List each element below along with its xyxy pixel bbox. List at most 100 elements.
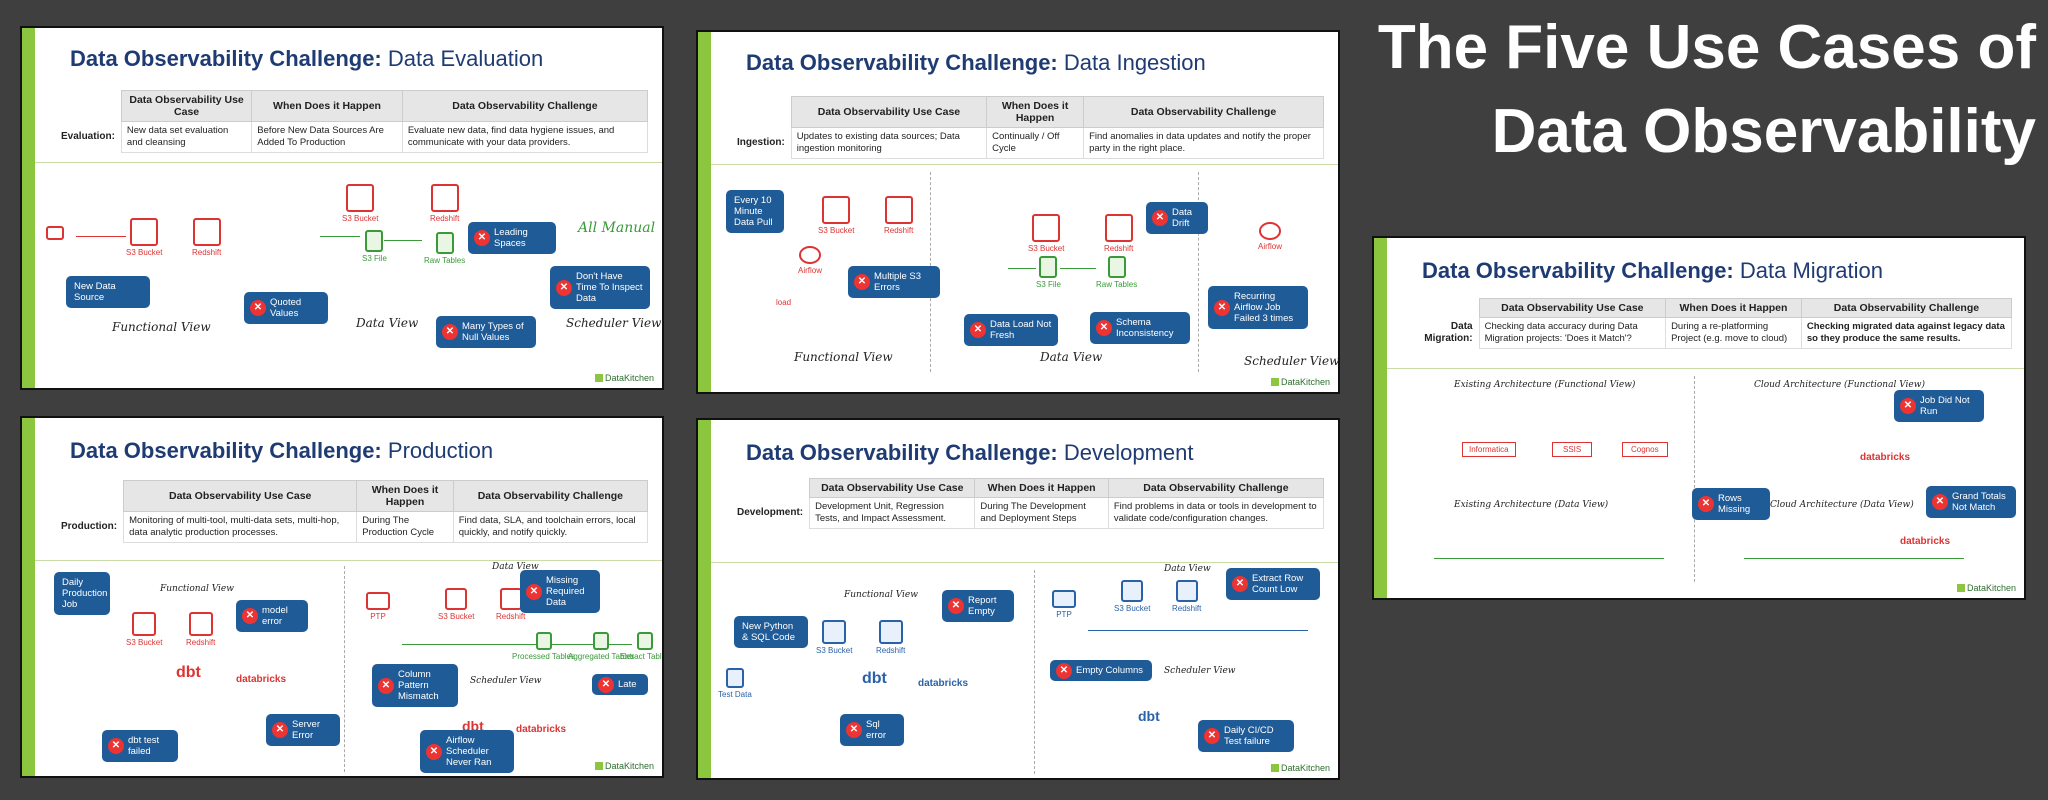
load-node: load bbox=[776, 298, 792, 307]
redshift-node: Redshift bbox=[192, 218, 221, 257]
slide-title: Data Observability Challenge: Developmen… bbox=[746, 440, 1194, 465]
functional-view-label: Functional View bbox=[844, 590, 918, 600]
callout-cicd-failure: ✕Daily CI/CD Test failure bbox=[1198, 720, 1294, 752]
callout-new-data-source: New Data Source bbox=[66, 276, 150, 308]
callout-job-not-run: ✕Job Did Not Run bbox=[1894, 390, 1984, 422]
callout-extract-row-count: ✕Extract Row Count Low bbox=[1226, 568, 1320, 600]
datakitchen-logo: DataKitchen bbox=[1270, 763, 1330, 773]
callout-late: ✕Late bbox=[592, 674, 648, 695]
functional-view-label: Functional View bbox=[160, 584, 234, 594]
airflow-node: Airflow bbox=[1258, 222, 1282, 251]
airflow-node: Airflow bbox=[798, 246, 822, 275]
cognos-node: Cognos bbox=[1622, 442, 1668, 457]
redshift-node: Redshift bbox=[884, 196, 913, 235]
callout-dbt-test-failed: ✕dbt test failed bbox=[102, 730, 178, 762]
callout-null-values: ✕Many Types of Null Values bbox=[436, 316, 536, 348]
datakitchen-logo: DataKitchen bbox=[594, 373, 654, 383]
callout-column-pattern: ✕Column Pattern Mismatch bbox=[372, 664, 458, 707]
existing-data-label: Existing Architecture (Data View) bbox=[1454, 500, 1609, 510]
redshift-node: Redshift bbox=[1172, 580, 1201, 613]
datakitchen-logo: DataKitchen bbox=[1270, 377, 1330, 387]
callout-server-error: ✕Server Error bbox=[266, 714, 340, 746]
databricks-logo: databricks bbox=[1860, 452, 1911, 463]
callout-new-python-sql: New Python & SQL Code bbox=[734, 616, 808, 648]
data-view-label: Data View bbox=[1040, 350, 1103, 364]
aggregated-tables-node: Aggregated Tables bbox=[568, 632, 635, 661]
s3-bucket-node: S3 Bucket bbox=[818, 196, 854, 235]
data-view-label: Data View bbox=[1164, 564, 1211, 574]
s3-bucket-node: S3 Bucket bbox=[342, 184, 378, 223]
ptp-node: PTP bbox=[1052, 590, 1076, 619]
ssis-node: SSIS bbox=[1552, 442, 1593, 457]
cloud-data-label: Cloud Architecture (Data View) bbox=[1770, 500, 1914, 510]
scheduler-view-label: Scheduler View bbox=[1244, 354, 1340, 368]
s3-bucket-node: S3 Bucket bbox=[438, 588, 474, 621]
extract-tables-node: Extract Tables bbox=[620, 632, 662, 661]
slide-data-ingestion: Data Observability Challenge: Data Inges… bbox=[696, 30, 1340, 394]
test-data-node: Test Data bbox=[718, 668, 752, 699]
data-view-label: Data View bbox=[356, 316, 419, 330]
scheduler-view-label: Scheduler View bbox=[1164, 666, 1236, 676]
scheduler-view-label: Scheduler View bbox=[566, 316, 662, 330]
s3-bucket-node: S3 Bucket bbox=[816, 620, 852, 655]
raw-tables-node: Raw Tables bbox=[424, 232, 465, 265]
dbt-logo: dbt bbox=[1138, 708, 1160, 724]
s3-bucket-node: S3 Bucket bbox=[126, 612, 162, 647]
callout-leading-spaces: ✕Leading Spaces bbox=[468, 222, 556, 254]
functional-view-label: Functional View bbox=[112, 320, 211, 334]
databricks-logo: databricks bbox=[516, 724, 567, 735]
slide-development: Data Observability Challenge: Developmen… bbox=[696, 418, 1340, 780]
s3-bucket-node: S3 Bucket bbox=[1028, 214, 1064, 253]
scheduler-view-label: Scheduler View bbox=[470, 676, 542, 686]
slide-title: Data Observability Challenge: Data Evalu… bbox=[70, 46, 544, 71]
s3-bucket-node: S3 Bucket bbox=[1114, 580, 1150, 613]
databricks-logo: databricks bbox=[236, 674, 287, 685]
callout-data-drift: ✕Data Drift bbox=[1146, 202, 1208, 234]
callout-recurring: ✕Recurring Airflow Job Failed 3 times bbox=[1208, 286, 1308, 329]
callout-not-fresh: ✕Data Load Not Fresh bbox=[964, 314, 1058, 346]
redshift-node: Redshift bbox=[1104, 214, 1133, 253]
slide-title: Data Observability Challenge: Data Inges… bbox=[746, 50, 1206, 75]
callout-multiple-s3: ✕Multiple S3 Errors bbox=[848, 266, 940, 298]
informatica-node: Informatica bbox=[1462, 442, 1516, 457]
callout-missing-required-data: ✕Missing Required Data bbox=[520, 570, 600, 613]
callout-quoted-values: ✕Quoted Values bbox=[244, 292, 328, 324]
slide-data-migration: Data Observability Challenge: Data Migra… bbox=[1372, 236, 2026, 600]
callout-no-time: ✕Don't Have Time To Inspect Data bbox=[550, 266, 650, 309]
callout-empty-columns: ✕Empty Columns bbox=[1050, 660, 1152, 681]
existing-functional-label: Existing Architecture (Functional View) bbox=[1454, 380, 1636, 390]
dbt-logo: dbt bbox=[176, 664, 201, 681]
callout-rows-missing: ✕Rows Missing bbox=[1692, 488, 1770, 520]
callout-grand-totals: ✕Grand Totals Not Match bbox=[1926, 486, 2016, 518]
redshift-node: Redshift bbox=[876, 620, 905, 655]
raw-tables-node: Raw Tables bbox=[1096, 256, 1137, 289]
redshift-node: Redshift bbox=[186, 612, 215, 647]
callout-airflow-never-ran: ✕Airflow Scheduler Never Ran bbox=[420, 730, 514, 773]
page-title: The Five Use Cases of Data Observability bbox=[1377, 13, 2036, 166]
dbt-logo: dbt bbox=[862, 670, 887, 687]
datakitchen-logo: DataKitchen bbox=[1956, 583, 2016, 593]
slide-production: Data Observability Challenge: Production… bbox=[20, 416, 664, 778]
data-view-label: Data View bbox=[492, 562, 539, 572]
callout-every-10-minute: Every 10 Minute Data Pull bbox=[726, 190, 784, 233]
callout-daily-production-job: Daily Production Job bbox=[54, 572, 110, 615]
cloud-functional-label: Cloud Architecture (Functional View) bbox=[1754, 380, 1925, 390]
datakitchen-logo: DataKitchen bbox=[594, 761, 654, 771]
source-icon bbox=[46, 226, 64, 242]
s3-bucket-node: S3 Bucket bbox=[126, 218, 162, 257]
all-manual-text: All Manual bbox=[578, 220, 656, 236]
callout-schema: ✕Schema Inconsistency bbox=[1090, 312, 1190, 344]
ptp-node: PTP bbox=[366, 592, 390, 621]
callout-report-empty: ✕Report Empty bbox=[942, 590, 1014, 622]
callout-model-error: ✕model error bbox=[236, 600, 308, 632]
databricks-logo: databricks bbox=[1900, 536, 1951, 547]
databricks-logo: databricks bbox=[918, 678, 969, 689]
callout-sql-error: ✕Sql error bbox=[840, 714, 904, 746]
slide-title: Data Observability Challenge: Production bbox=[70, 438, 494, 463]
functional-view-label: Functional View bbox=[794, 350, 893, 364]
